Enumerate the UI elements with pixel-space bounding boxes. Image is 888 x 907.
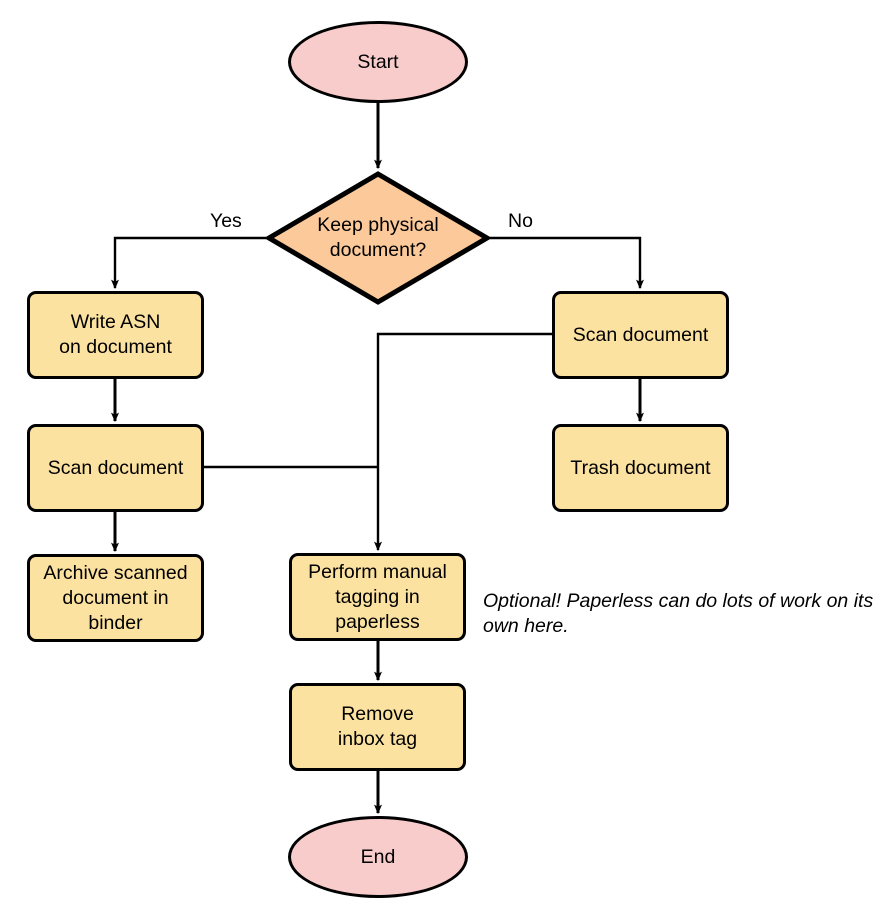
edge-label-no: No — [508, 210, 533, 232]
node-trash-document-label: Trash document — [570, 456, 711, 479]
node-scan-document-right[interactable]: Scan document — [552, 291, 729, 379]
node-keep-physical-document-label: Keep physical document? — [317, 214, 439, 261]
node-archive-binder-label: Archive scanned document in binder — [43, 561, 188, 634]
node-end-label: End — [360, 845, 396, 868]
node-scan-document-left[interactable]: Scan document — [27, 424, 204, 512]
node-remove-inbox-tag-label: Remove inbox tag — [337, 703, 418, 750]
node-keep-physical-document[interactable]: Keep physical document? — [266, 171, 490, 305]
node-manual-tagging-label: Perform manual tagging in paperless — [308, 560, 447, 633]
node-write-asn-label: Write ASN on document — [59, 311, 172, 358]
node-start[interactable]: Start — [288, 21, 468, 103]
node-end[interactable]: End — [288, 816, 468, 898]
edge-decision-no-to-scan-right — [490, 236, 644, 290]
node-trash-document[interactable]: Trash document — [552, 424, 729, 512]
node-scan-document-left-label: Scan document — [47, 456, 184, 479]
node-start-label: Start — [357, 50, 399, 73]
diamond-shape — [266, 171, 490, 305]
edge-decision-yes-to-write-asn — [111, 236, 266, 290]
edge-label-yes: Yes — [210, 210, 242, 232]
node-archive-binder[interactable]: Archive scanned document in binder — [27, 554, 204, 642]
edge-scan-right-to-tagging — [374, 332, 552, 552]
node-manual-tagging[interactable]: Perform manual tagging in paperless — [289, 553, 466, 641]
node-remove-inbox-tag[interactable]: Remove inbox tag — [289, 683, 466, 771]
node-write-asn[interactable]: Write ASN on document — [27, 291, 204, 379]
optional-note: Optional! Paperless can do lots of work … — [483, 590, 874, 637]
node-scan-document-right-label: Scan document — [572, 323, 709, 346]
